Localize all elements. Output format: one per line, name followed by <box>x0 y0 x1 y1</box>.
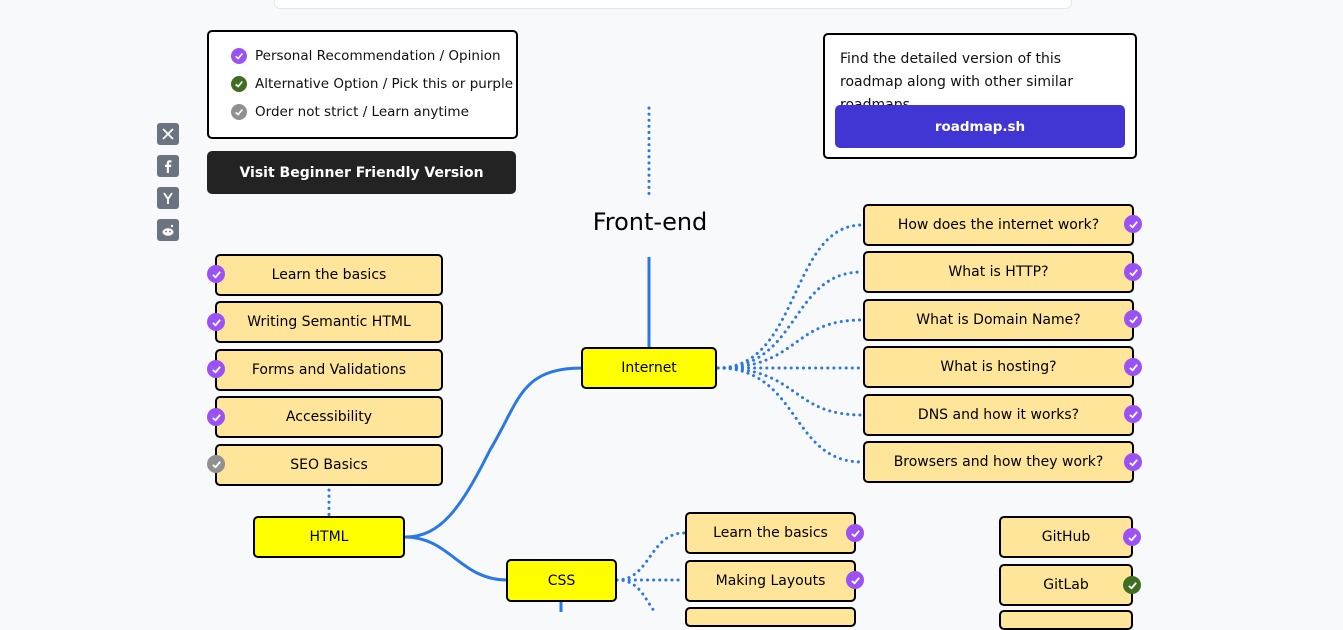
top-search-bar <box>274 0 1072 9</box>
hackernews-icon[interactable] <box>157 187 179 209</box>
legend-label: Alternative Option / Pick this or purple <box>255 76 513 92</box>
connector-line <box>716 366 864 464</box>
facebook-icon[interactable] <box>157 155 179 177</box>
topic-css[interactable]: CSS <box>506 559 617 602</box>
check-icon <box>846 571 864 589</box>
subtopic-forms[interactable]: Forms and Validations <box>215 349 443 391</box>
subtopic-accessibility[interactable]: Accessibility <box>215 396 443 438</box>
check-icon <box>1124 263 1142 281</box>
check-icon <box>231 76 247 92</box>
subtopic-css-layouts[interactable]: Making Layouts <box>685 560 856 602</box>
subtopic-gitlab[interactable]: GitLab <box>999 564 1133 606</box>
subtopic-seo[interactable]: SEO Basics <box>215 444 443 486</box>
check-icon <box>207 313 225 331</box>
check-icon <box>1124 215 1142 233</box>
check-icon <box>207 455 225 473</box>
check-icon <box>1123 528 1141 546</box>
topic-internet[interactable]: Internet <box>581 347 717 389</box>
connector-line <box>716 270 864 370</box>
check-icon <box>207 265 225 283</box>
subtopic-css-basics[interactable]: Learn the basics <box>685 512 856 554</box>
check-icon <box>231 104 247 120</box>
check-icon <box>1124 310 1142 328</box>
subtopic-semantic-html[interactable]: Writing Semantic HTML <box>215 301 443 343</box>
connector-line <box>716 366 864 417</box>
subtopic-hosting[interactable]: What is hosting? <box>863 346 1134 388</box>
subtopic-browsers[interactable]: Browsers and how they work? <box>863 441 1134 483</box>
subtopic-html-basics[interactable]: Learn the basics <box>215 254 443 296</box>
subtopic-github[interactable]: GitHub <box>999 516 1133 558</box>
subtopic-vcs-next[interactable] <box>999 610 1133 630</box>
topic-html[interactable]: HTML <box>253 516 405 558</box>
roadmap-link-button[interactable]: roadmap.sh <box>835 105 1125 148</box>
check-icon <box>207 360 225 378</box>
legend-item-optional: Order not strict / Learn anytime <box>231 104 469 120</box>
subtopic-http[interactable]: What is HTTP? <box>863 251 1134 293</box>
legend-label: Order not strict / Learn anytime <box>255 104 469 120</box>
check-icon <box>846 524 864 542</box>
connector-line <box>615 531 686 582</box>
roadmap-title: Front-end <box>592 208 708 236</box>
legend-item-alternative: Alternative Option / Pick this or purple <box>231 76 513 92</box>
check-icon <box>207 408 225 426</box>
check-icon <box>1124 405 1142 423</box>
connector-line <box>404 535 508 582</box>
subtopic-dns[interactable]: DNS and how it works? <box>863 394 1134 436</box>
subtopic-internet-work[interactable]: How does the internet work? <box>863 204 1134 246</box>
check-icon <box>1124 453 1142 471</box>
check-icon <box>1123 576 1141 594</box>
legend-box: Personal Recommendation / Opinion Altern… <box>207 30 518 139</box>
info-box: Find the detailed version of this roadma… <box>823 33 1137 159</box>
legend-item-personal: Personal Recommendation / Opinion <box>231 48 501 64</box>
check-icon <box>231 48 247 64</box>
legend-label: Personal Recommendation / Opinion <box>255 48 501 64</box>
check-icon <box>1124 358 1142 376</box>
x-icon[interactable] <box>157 123 179 145</box>
connector-line <box>716 223 864 370</box>
connector-line <box>615 578 657 612</box>
reddit-icon[interactable] <box>157 219 179 241</box>
connector-lines <box>327 106 864 612</box>
connector-line <box>404 366 584 539</box>
beginner-version-button[interactable]: Visit Beginner Friendly Version <box>207 151 516 194</box>
subtopic-css-next[interactable] <box>685 607 856 627</box>
subtopic-domain-name[interactable]: What is Domain Name? <box>863 299 1134 341</box>
